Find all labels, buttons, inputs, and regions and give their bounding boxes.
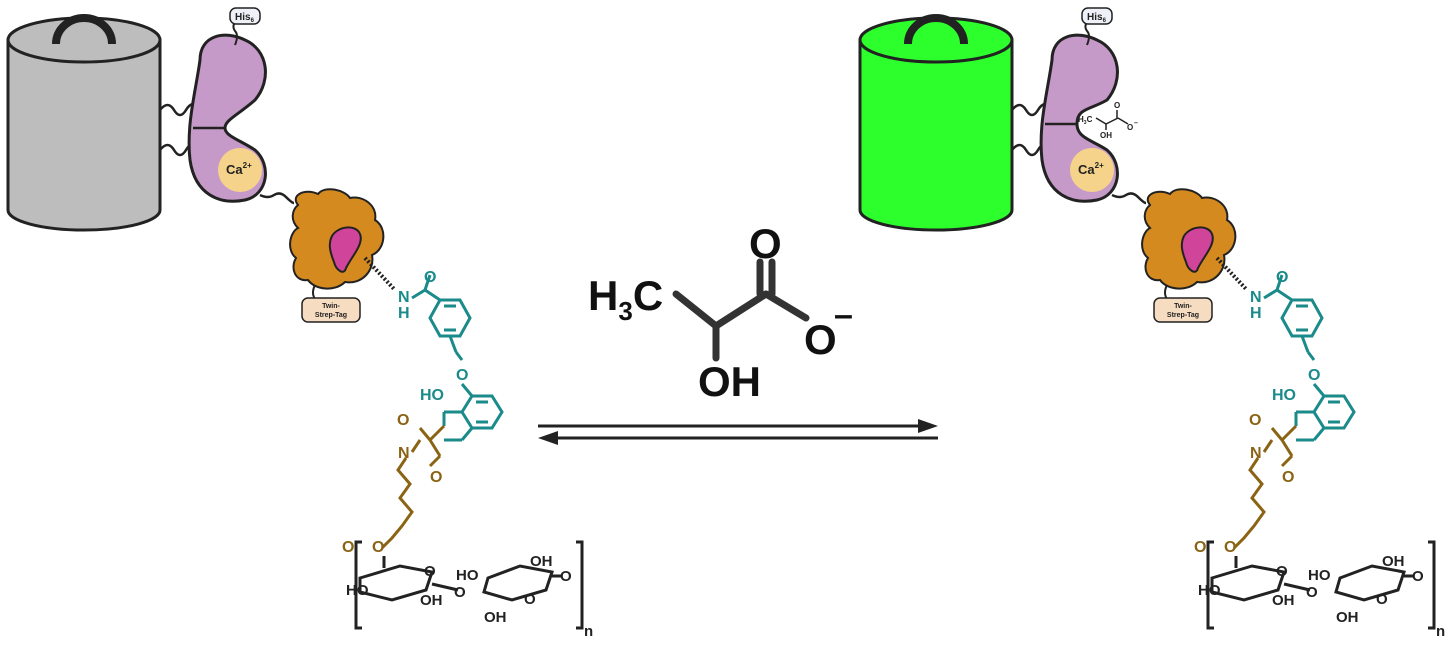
twin-tag-line1: Twin- <box>322 303 340 310</box>
amide-o: O <box>424 269 436 286</box>
lactate-structure: H3C O O – OH <box>588 220 853 405</box>
ester-o1: O <box>1194 539 1206 556</box>
apo-barrel-icon <box>6 14 162 232</box>
amide-h: H <box>1250 305 1262 322</box>
imide-o2: O <box>1282 469 1294 486</box>
ether-o: O <box>1308 367 1320 384</box>
polymer-ho2: HO <box>456 567 479 584</box>
calcium-ion-icon <box>1070 148 1114 192</box>
gold-linker <box>380 424 446 550</box>
polymer-end-o: O <box>560 568 572 585</box>
polymer-oh2: OH <box>1382 553 1405 570</box>
his-tag-label: His6 <box>235 12 255 24</box>
covalent-link <box>363 256 397 292</box>
ligand-pocket-icon <box>328 226 362 273</box>
ester-o2: O <box>372 539 384 556</box>
repeat-n: n <box>584 623 593 640</box>
imide-o1: O <box>1249 412 1261 429</box>
mini-oh: OH <box>1100 131 1112 140</box>
glycosidic-o: O <box>454 584 466 601</box>
his-tag-badge <box>229 7 261 25</box>
polymer-ho2: HO <box>1308 567 1331 584</box>
lactate-charge: – <box>834 296 853 334</box>
imide-n: N <box>1250 445 1262 462</box>
lactate-hydroxyl: OH <box>698 358 761 405</box>
his-tag-label: His6 <box>1087 12 1107 24</box>
hydroxyl-label: HO <box>420 387 444 404</box>
polymer-oh1: OH <box>1272 592 1295 609</box>
twin-tag-line2: Strep-Tag <box>1167 312 1199 319</box>
ligand-pocket-icon <box>1180 226 1214 273</box>
calcium-ion-icon <box>218 148 262 192</box>
bound-lactate: H3C O O – OH <box>1078 101 1138 140</box>
hydroxyl-label: HO <box>1272 387 1296 404</box>
twin-strep-tag-badge <box>301 297 361 323</box>
amide-o: O <box>1276 269 1288 286</box>
amide-n: N <box>398 289 410 306</box>
imide-o2: O <box>430 469 442 486</box>
polymer-end-o: O <box>1412 568 1424 585</box>
twin-strep-tag-badge <box>1153 297 1213 323</box>
polymer-oh3: OH <box>484 609 507 626</box>
polymer-oh1: OH <box>420 592 443 609</box>
twin-tag-line2: Strep-Tag <box>315 312 347 319</box>
mini-ominus: O <box>1127 123 1133 132</box>
calcium-label: Ca2+ <box>226 161 252 177</box>
his-tag-badge <box>1081 7 1113 25</box>
teal-linker <box>411 274 472 361</box>
polymer-ho1: HO <box>346 582 369 599</box>
repeat-n: n <box>1436 623 1445 640</box>
polymer-oh2: OH <box>530 553 553 570</box>
twin-tag-line1: Twin- <box>1174 303 1192 310</box>
ether-o: O <box>456 367 468 384</box>
mini-o: O <box>1114 101 1120 110</box>
calcium-label: Ca2+ <box>1078 161 1104 177</box>
polymer-ring-o2: O <box>524 591 536 608</box>
holo-sensor-construct: Ca2+ His6 H3C O O – OH Twin- Strep- <box>858 7 1445 640</box>
imide-n: N <box>398 445 410 462</box>
imide-o1: O <box>397 412 409 429</box>
handle-icon <box>904 14 968 45</box>
anchor-protein-icon <box>1141 188 1237 290</box>
lactate-carboxylate-o: O <box>804 316 837 363</box>
ester-o2: O <box>1224 539 1236 556</box>
amide-h: H <box>398 305 410 322</box>
equilibrium-arrows-icon <box>538 419 938 445</box>
ester-o1: O <box>342 539 354 556</box>
lactate-carbonyl-o: O <box>749 220 782 267</box>
mini-charge: – <box>1134 120 1138 127</box>
anchor-protein-icon <box>289 188 385 290</box>
polymer-oh3: OH <box>1336 609 1359 626</box>
glycosidic-o: O <box>1306 584 1318 601</box>
amide-n: N <box>1250 289 1262 306</box>
handle-icon <box>52 14 116 45</box>
mini-methyl: H3C <box>1078 115 1093 126</box>
polymer-ho1: HO <box>1198 582 1221 599</box>
polymer-ring-o1: O <box>424 563 436 580</box>
cellulose-backbone <box>354 540 584 630</box>
lactate-methyl: H3C <box>588 272 663 326</box>
apo-sensor-construct: Ca2+ His6 Twin- Strep-Tag O N <box>6 7 593 640</box>
polymer-ring-o1: O <box>1276 563 1288 580</box>
polymer-ring-o2: O <box>1376 591 1388 608</box>
holo-barrel-icon <box>858 14 1014 232</box>
